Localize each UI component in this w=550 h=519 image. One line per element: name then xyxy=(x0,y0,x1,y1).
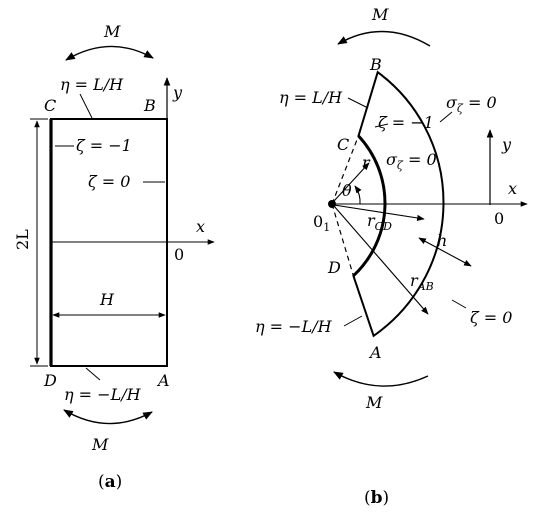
caption-b: (b) xyxy=(364,488,389,508)
moment-label-top-a: M xyxy=(103,22,121,41)
corner-c-a: C xyxy=(44,96,56,115)
panel-a: M η = L/H C B y 2L ζ = −1 ζ = 0 x 0 H D xyxy=(13,22,215,492)
inner-edge-cd xyxy=(352,134,387,277)
eta-top-b: η = L/H xyxy=(279,88,343,107)
zeta-minus-one-b-leader xyxy=(374,123,389,128)
radius-cd-arrow xyxy=(333,204,425,221)
moment-label-top-b: M xyxy=(371,5,389,24)
radius-ab-arrow xyxy=(333,205,429,315)
y-axis-label-a: y xyxy=(172,83,183,102)
eta-bottom-a-leader xyxy=(85,367,101,381)
zeta-zero-b: ζ = 0 xyxy=(470,308,512,327)
dash-line-to-c xyxy=(331,135,360,205)
corner-c-b: C xyxy=(337,135,349,154)
corner-b-b: B xyxy=(369,55,382,74)
radius-r-arrow xyxy=(333,162,370,202)
thickness-h-arrow xyxy=(418,237,472,267)
eta-top-a: η = L/H xyxy=(60,75,124,94)
eta-bottom-a: η = −L/H xyxy=(64,385,142,404)
eta-bottom-b: η = −L/H xyxy=(255,317,333,336)
theta-arc xyxy=(354,185,362,205)
origin-a: 0 xyxy=(174,245,184,264)
moment-arrow-top-a xyxy=(65,45,154,61)
moment-label-bottom-b: M xyxy=(365,393,383,412)
moment-arrow-top-b xyxy=(337,30,431,47)
sigma-outer: σζ = 0 xyxy=(446,93,497,115)
theta-label: θ xyxy=(342,181,352,200)
eta-bottom-b-leader xyxy=(343,315,363,327)
corner-a-a: A xyxy=(156,371,170,390)
thickness-h-label: h xyxy=(437,231,447,250)
dash-line-to-d xyxy=(331,203,354,276)
radius-cd-label: rCD xyxy=(367,211,392,233)
radius-r-label: r xyxy=(362,153,371,172)
caption-a: (a) xyxy=(98,472,122,492)
corner-a-b: A xyxy=(368,343,382,362)
moment-arrow-bottom-b xyxy=(333,371,429,387)
width-dim-label: H xyxy=(99,290,115,309)
moment-label-bottom-a: M xyxy=(91,435,109,454)
moment-arrow-bottom-a xyxy=(63,409,153,425)
x-axis-label-b: x xyxy=(508,179,517,198)
height-dim-label: 2L xyxy=(13,229,32,250)
origin-center-b: 01 xyxy=(313,212,330,234)
zeta-zero-a: ζ = 0 xyxy=(88,172,130,191)
corner-d-a: D xyxy=(43,371,57,390)
corner-b-a: B xyxy=(143,96,156,115)
sigma-outer-leader xyxy=(439,111,453,123)
origin-right-b: 0 xyxy=(494,209,504,228)
eta-top-b-leader xyxy=(347,97,369,109)
y-axis-label-b: y xyxy=(501,135,512,154)
eta-top-a-leader xyxy=(79,93,93,119)
radius-ab-label: rAB xyxy=(410,271,434,293)
zeta-zero-b-leader xyxy=(451,299,467,309)
zeta-minus-one-a: ζ = −1 xyxy=(76,136,132,155)
panel-b: M B η = L/H σζ = 0 y C D ζ = −1 r σζ = 0 xyxy=(255,5,528,508)
zeta-minus-one-b: ζ = −1 xyxy=(378,113,434,132)
sigma-inner: σζ = 0 xyxy=(386,150,437,172)
corner-d-b: D xyxy=(327,258,341,277)
x-axis-label-a: x xyxy=(196,217,205,236)
